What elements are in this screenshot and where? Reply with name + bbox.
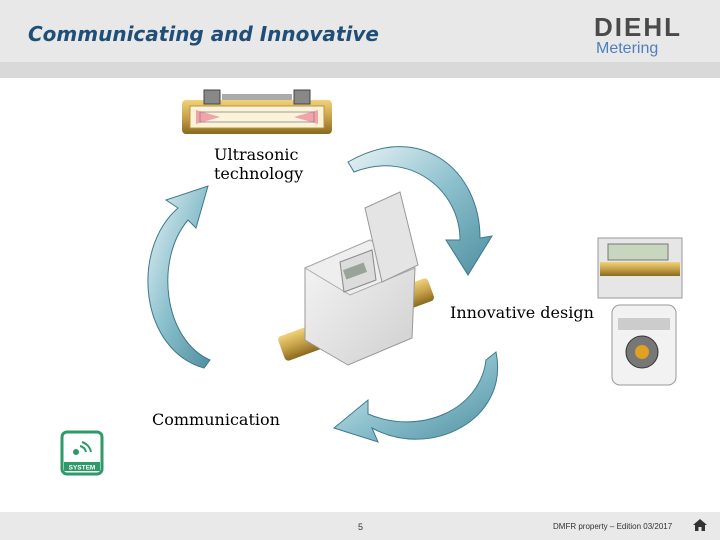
logo-sub-text: Metering — [596, 40, 659, 57]
arrow-bottom — [332, 351, 499, 443]
slide-title: Communicating and Innovative — [28, 22, 379, 46]
system-icon-text: SYSTEM — [69, 465, 96, 472]
water-meter-image — [278, 191, 435, 366]
page-number: 5 — [358, 522, 364, 532]
header-band — [0, 62, 720, 78]
arrow-left — [147, 185, 211, 369]
meter-cutaway-image — [597, 237, 683, 386]
diehl-logo: DIEHL Metering — [594, 14, 704, 60]
logo-main-text: DIEHL — [594, 12, 682, 42]
arrow-top-right — [347, 146, 494, 276]
label-communication: Communication — [152, 410, 280, 429]
footer-property-text: DMFR property – Edition 03/2017 — [553, 522, 673, 531]
label-innovative-design: Innovative design — [450, 303, 594, 322]
system-icon: SYSTEM — [60, 430, 104, 476]
label-ultrasonic-technology: Ultrasonic technology — [214, 145, 304, 183]
ultrasonic-sensor-image — [182, 89, 332, 134]
home-icon[interactable] — [692, 518, 708, 532]
slide-footer — [0, 512, 720, 540]
slide-header — [0, 0, 720, 62]
